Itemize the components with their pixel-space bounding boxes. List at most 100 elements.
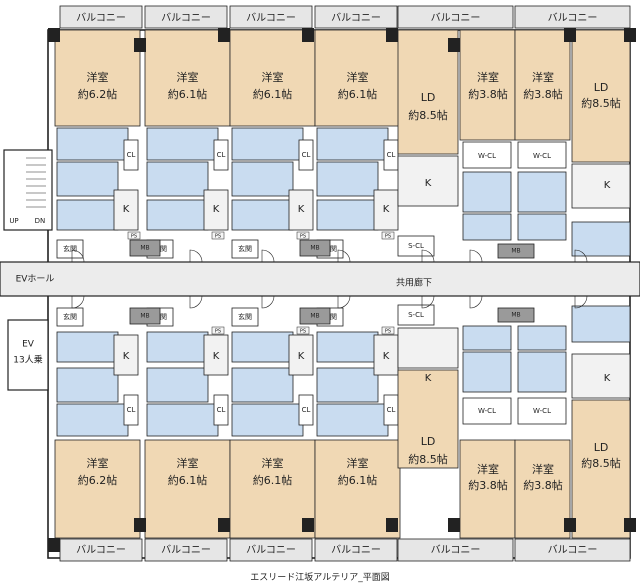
wcl-top-label-0: W-CL [478, 152, 496, 160]
kitchen-bottom-0 [113, 334, 139, 376]
closet-bottom-2 [298, 394, 314, 426]
structural-column-10 [218, 518, 230, 532]
bath-top-3 [316, 127, 389, 161]
washroom-top-1 [146, 161, 209, 197]
pipe-space-label-6: PS [385, 329, 391, 335]
kitchen-bottom-right-label: K [604, 373, 611, 384]
wcl-bottom-0 [462, 397, 512, 425]
balcony-top-3 [314, 5, 398, 29]
bath-top-1 [146, 127, 219, 161]
balcony-top-4 [397, 5, 514, 29]
elevator-capacity-label: 13人乗 [13, 354, 42, 366]
washroom-bottom-1 [146, 367, 209, 403]
balcony-bottom-4 [397, 538, 514, 562]
western-room-top-label-0: 洋室 [87, 70, 109, 84]
kitchen-top-0 [113, 189, 139, 231]
elevator-label: EV [22, 340, 35, 350]
structural-column-6 [564, 28, 576, 42]
entrance-top-label-0: 玄関 [63, 244, 77, 253]
kitchen-top-label-2: K [298, 204, 305, 215]
closet-top-1 [213, 139, 229, 171]
door-top-5 [469, 249, 483, 263]
plan-caption: エスリード江坂アルテリア_平面図 [250, 573, 390, 583]
closet-bottom-label-2: CL [302, 406, 311, 414]
common-corridor [0, 261, 640, 297]
door-top-3 [337, 249, 351, 263]
bath-top-0 [56, 127, 129, 161]
toilet-top-2 [231, 199, 294, 231]
toilet-top-1 [146, 199, 209, 231]
meter-box-top-label-1: MB [310, 245, 319, 252]
balcony-top-2 [229, 5, 313, 29]
ld-bottom-right-area: 約8.5帖 [581, 456, 621, 470]
kitchen-top-label-3: K [383, 204, 390, 215]
meter-box-top-0 [129, 239, 161, 257]
kitchen-bottom-label-1: K [213, 351, 220, 362]
toilet-bottom-2 [231, 331, 294, 363]
structural-column-2 [218, 28, 230, 42]
small-room-top-0 [459, 29, 516, 141]
western-room-top-area-3: 約6.1帖 [338, 87, 378, 101]
balcony-bottom-label-5: バルコニー [548, 544, 598, 556]
shoe-closet-top-left-label: S-CL [408, 242, 424, 250]
toilet-top-3 [316, 199, 379, 231]
closet-top-label-2: CL [302, 151, 311, 159]
structural-column-12 [386, 518, 398, 532]
kitchen-bottom-label-0: K [123, 351, 130, 362]
balcony-bottom-label-4: バルコニー [431, 544, 481, 556]
western-room-top-label-3: 洋室 [347, 70, 369, 84]
washroom-top-3 [316, 161, 379, 197]
western-room-top-area-2: 約6.1帖 [253, 87, 293, 101]
balcony-bottom-label-2: バルコニー [246, 544, 296, 556]
entrance-top-label-2: 玄関 [238, 244, 252, 253]
bath-bottom-1 [146, 403, 219, 437]
western-room-bottom-label-1: 洋室 [177, 456, 199, 470]
small-room-bottom-0 [459, 439, 516, 539]
corridor-label: 共用廊下 [396, 277, 432, 289]
ld-bottom-right-label: LD [594, 441, 609, 454]
meter-box-top-1 [299, 239, 331, 257]
washroom-bottom-0 [56, 367, 119, 403]
meter-box-top-label-0: MB [140, 245, 149, 252]
kitchen-top-right-label: K [604, 180, 611, 191]
western-room-bottom-area-2: 約6.1帖 [253, 473, 293, 487]
door-bottom-6 [574, 295, 588, 309]
bath-bottom-2 [231, 403, 304, 437]
structural-column-15 [624, 518, 636, 532]
entrance-top-2 [231, 239, 259, 259]
kitchen-top-label-0: K [123, 204, 130, 215]
toilet-bottom-3 [316, 331, 379, 363]
wcl-bottom-1 [517, 397, 567, 425]
ev-hall-label: EVホール [16, 274, 55, 285]
ld-room-bottom-right [571, 399, 631, 539]
small-room-bottom-label-1: 洋室 [532, 462, 554, 476]
wcl-top-1 [517, 141, 567, 169]
closet-bottom-label-0: CL [127, 406, 136, 414]
meter-box-top-right-label: MB [511, 248, 520, 255]
pipe-space-label-0: PS [131, 234, 137, 240]
washroom-top-r-0 [462, 213, 512, 241]
western-room-bottom-area-3: 約6.1帖 [338, 473, 378, 487]
ld-top-right-area: 約8.5帖 [581, 96, 621, 110]
western-room-top-2 [229, 29, 316, 127]
kitchen-top-label-1: K [213, 204, 220, 215]
door-bottom-4 [421, 295, 435, 309]
ld-bottom-left-label: LD [421, 435, 436, 448]
wcl-top-0 [462, 141, 512, 169]
stair-up-label: UP [9, 217, 18, 225]
western-room-top-area-1: 約6.1帖 [168, 87, 208, 101]
western-room-bottom-2 [229, 439, 316, 539]
bath-top-r-1 [517, 171, 567, 213]
small-room-top-area-0: 約3.8帖 [468, 87, 508, 101]
closet-top-label-3: CL [387, 151, 396, 159]
stair-dn-label: DN [35, 217, 46, 225]
kitchen-bottom-label-3: K [383, 351, 390, 362]
meter-box-bottom-right-label: MB [511, 312, 520, 319]
meter-box-bottom-label-1: MB [310, 313, 319, 320]
ld-top-left-area: 約8.5帖 [408, 108, 448, 122]
western-room-bottom-label-3: 洋室 [347, 456, 369, 470]
small-room-bottom-1 [514, 439, 571, 539]
balcony-top-label-1: バルコニー [161, 12, 211, 24]
structural-column-7 [624, 28, 636, 42]
